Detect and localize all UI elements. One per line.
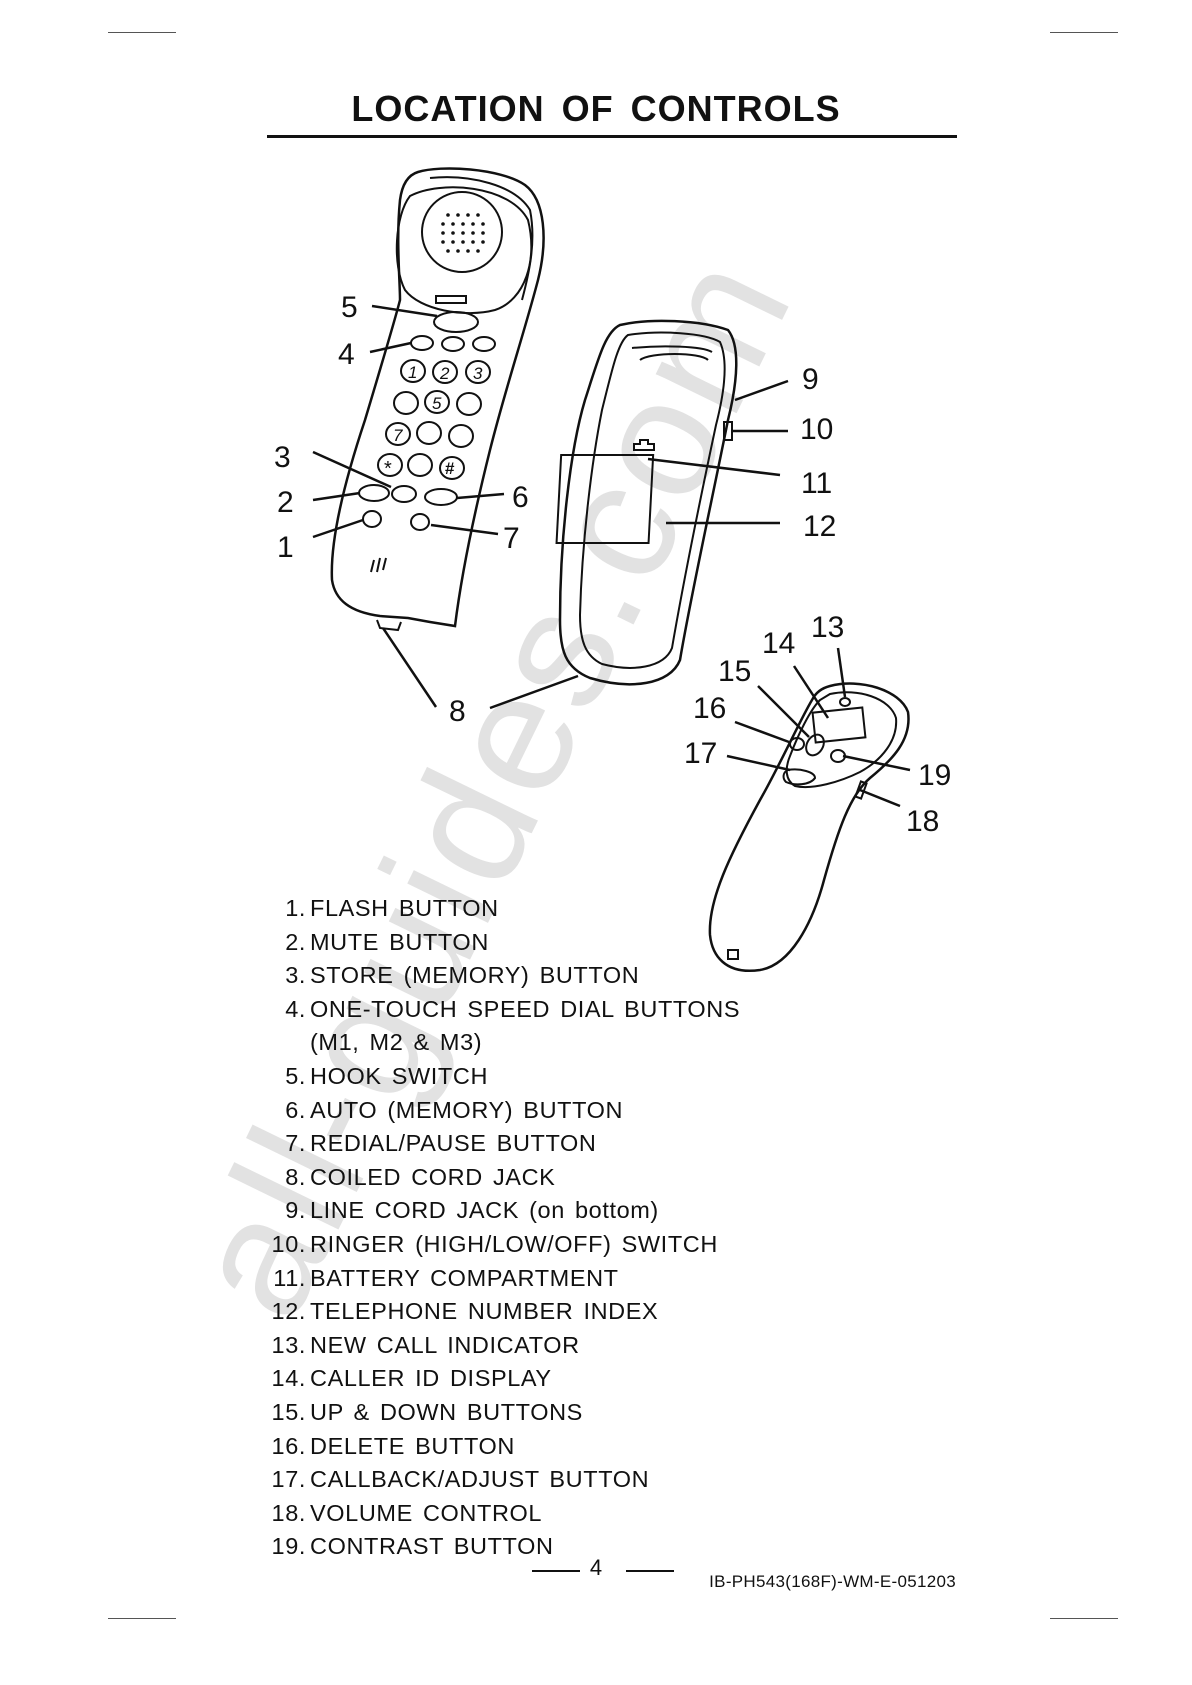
callout-19: 19 — [918, 759, 951, 792]
callout-11: 11 — [801, 467, 832, 500]
base-outer — [558, 319, 738, 686]
line-cord-jack — [633, 439, 655, 451]
list-item: 2.MUTE BUTTON — [285, 928, 489, 955]
callout-18: 18 — [906, 805, 939, 838]
leader-lines — [312, 304, 911, 808]
bottom-jack — [727, 949, 739, 960]
list-item: 6.AUTO (MEMORY) BUTTON — [285, 1096, 624, 1123]
key-3-label: 3 — [473, 364, 483, 383]
list-item: 19.CONTRAST BUTTON — [271, 1533, 554, 1560]
page-number: 4 — [589, 1555, 603, 1580]
list-item: 4.ONE-TOUCH SPEED DIAL BUTTONS — [285, 995, 741, 1022]
phone-diagram: 1 2 3 5 7 * # — [274, 167, 951, 973]
key-2-label: 2 — [439, 364, 450, 383]
key-star-label: * — [384, 458, 392, 480]
callout-10: 10 — [800, 413, 833, 446]
list-item: 15.UP & DOWN BUTTONS — [271, 1398, 583, 1425]
mute-button — [358, 484, 390, 502]
list-item: 7.REDIAL/PAUSE BUTTON — [285, 1130, 597, 1157]
index-card-window — [555, 454, 655, 544]
list-item: 12.TELEPHONE NUMBER INDEX — [271, 1298, 659, 1325]
callout-numbers: 1 2 3 4 5 6 7 8 9 10 11 12 13 14 15 16 1… — [274, 291, 951, 838]
title-underline — [267, 135, 957, 138]
callout-7: 7 — [503, 522, 520, 555]
list-item: 13.NEW CALL INDICATOR — [271, 1331, 580, 1358]
microphone-slots — [370, 557, 387, 573]
base-unit — [555, 319, 738, 686]
page-number-rule-right — [626, 1570, 674, 1572]
controls-list: 1.FLASH BUTTON 2.MUTE BUTTON 3.STORE (ME… — [262, 892, 740, 1564]
caller-id-body — [708, 682, 910, 973]
contrast-button — [830, 749, 846, 763]
list-item: 10.RINGER (HIGH/LOW/OFF) SWITCH — [271, 1230, 718, 1257]
key-1-label: 1 — [408, 363, 417, 382]
crop-mark-top-left — [108, 32, 176, 33]
list-item: 17.CALLBACK/ADJUST BUTTON — [271, 1466, 650, 1493]
speed-dial-button-m2 — [441, 336, 465, 352]
page-number-rule-left — [532, 1570, 580, 1572]
redial-button — [410, 513, 430, 531]
callout-4: 4 — [338, 338, 355, 371]
key-5-label: 5 — [432, 394, 442, 413]
callout-15: 15 — [718, 655, 751, 688]
key-hash-label: # — [445, 459, 455, 478]
page-title: LOCATION OF CONTROLS — [351, 88, 841, 129]
cord-notch — [376, 619, 402, 632]
up-down-buttons — [805, 733, 825, 757]
key-7-label: 7 — [393, 426, 403, 445]
callout-1: 1 — [277, 531, 294, 564]
list-item: 18.VOLUME CONTROL — [271, 1499, 543, 1526]
callout-17: 17 — [684, 737, 717, 770]
speed-dial-button-m1 — [410, 335, 434, 351]
callout-14: 14 — [762, 627, 795, 660]
hook-switch — [433, 311, 479, 333]
callout-2: 2 — [277, 486, 294, 519]
base-inner — [578, 331, 726, 669]
caller-id-display — [811, 706, 867, 744]
callout-9: 9 — [802, 363, 819, 396]
base-cradle — [631, 345, 713, 361]
document-id: IB-PH543(168F)-WM-E-051203 — [709, 1572, 956, 1591]
callout-12: 12 — [803, 510, 836, 543]
list-item: 3.STORE (MEMORY) BUTTON — [285, 962, 640, 989]
speed-dial-button-m3 — [472, 336, 496, 352]
crop-mark-bottom-left — [108, 1618, 176, 1619]
earpiece — [421, 191, 503, 273]
callout-5: 5 — [341, 291, 358, 324]
callout-8: 8 — [449, 695, 466, 728]
handset-front: 1 2 3 5 7 * # — [330, 167, 545, 632]
list-item: 9.LINE CORD JACK (on bottom) — [285, 1197, 659, 1224]
new-call-indicator — [839, 697, 851, 707]
list-item: 1.FLASH BUTTON — [285, 895, 499, 921]
list-item: 8.COILED CORD JACK — [285, 1163, 556, 1190]
list-item: 11.BATTERY COMPARTMENT — [273, 1264, 619, 1291]
crop-mark-bottom-right — [1050, 1618, 1118, 1619]
earpiece-holes — [441, 213, 485, 253]
callout-16: 16 — [693, 692, 726, 725]
keypad — [377, 359, 491, 480]
store-button — [391, 485, 417, 503]
delete-button — [789, 737, 805, 751]
earpiece-rim — [395, 186, 533, 315]
callback-adjust-button — [782, 768, 817, 786]
caller-id-unit — [708, 682, 910, 973]
handset-body — [330, 167, 545, 628]
callout-3: 3 — [274, 441, 291, 474]
list-item: 14.CALLER ID DISPLAY — [271, 1365, 552, 1392]
list-item: 16.DELETE BUTTON — [271, 1432, 515, 1459]
callout-13: 13 — [811, 611, 844, 644]
list-item: 5.HOOK SWITCH — [285, 1062, 489, 1089]
auto-button — [424, 488, 458, 506]
callout-6: 6 — [512, 481, 529, 514]
list-item-continuation: (M1, M2 & M3) — [310, 1029, 483, 1056]
crop-mark-top-right — [1050, 32, 1118, 33]
caller-id-face — [785, 691, 898, 788]
flash-button — [362, 510, 382, 528]
hook-slot — [435, 295, 467, 304]
